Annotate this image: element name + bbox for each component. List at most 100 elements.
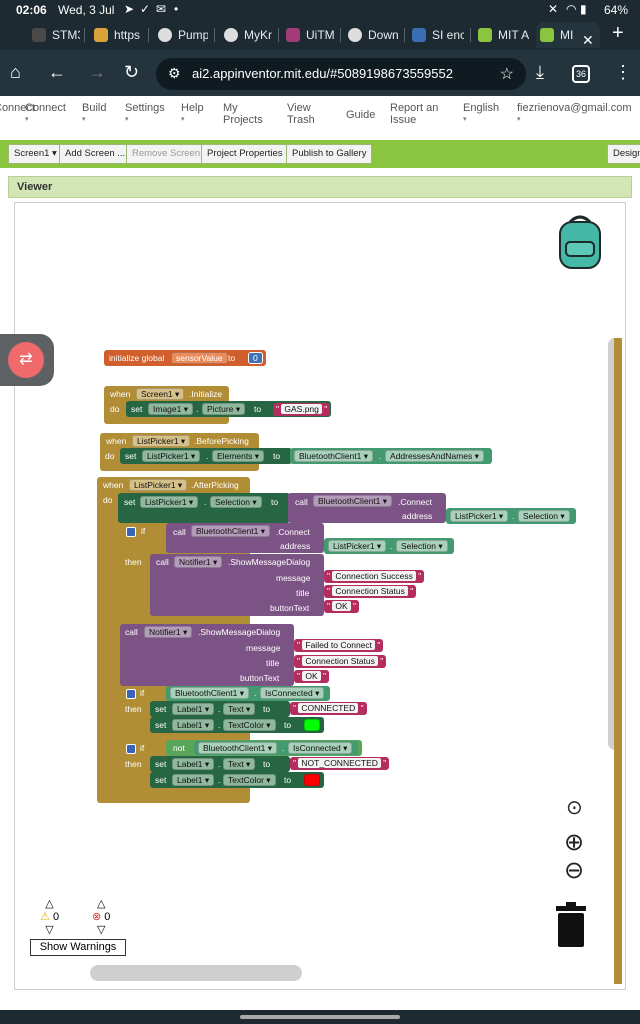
home-gesture-bar[interactable] [240,1015,400,1019]
text-block[interactable]: " GAS.png " [273,403,331,416]
forward-icon[interactable]: → [88,62,106,82]
more-menu-icon[interactable]: ⋮ [614,62,632,82]
call-bluetooth-connect-block[interactable]: call BluetoothClient1 ▾ .Connect address [166,523,324,553]
menu-help[interactable]: Help▾ [181,102,204,126]
home-icon[interactable]: ⌂ [10,62,21,82]
component-dropdown[interactable]: Notifier1 ▾ [174,556,223,568]
error-up-arrow-icon[interactable]: △ [96,898,106,910]
text-value[interactable]: OK [332,601,351,611]
text-block[interactable]: " Connection Success " [324,570,425,583]
property-dropdown[interactable]: IsConnected ▾ [260,687,325,699]
text-value[interactable]: OK [302,671,321,681]
remove-screen-button[interactable]: Remove Screen [126,144,207,164]
property-dropdown[interactable]: TextColor ▾ [223,719,276,731]
var-name-field[interactable]: sensorValue [171,352,228,364]
get-is-connected-block[interactable]: BluetoothClient1 ▾ . IsConnected ▾ [166,686,330,701]
warning-down-arrow-icon[interactable]: ▽ [45,924,54,936]
browser-tab[interactable]: Pump [154,22,208,48]
property-dropdown[interactable]: Selection ▾ [518,510,570,522]
property-dropdown[interactable]: Text ▾ [223,703,256,715]
zoom-in-icon[interactable]: ⊕ [564,829,585,856]
tab-switcher-button[interactable]: 36 [572,65,590,83]
property-dropdown[interactable]: Selection ▾ [396,540,448,552]
show-warnings-button[interactable]: Show Warnings [30,939,126,956]
menu-guide[interactable]: Guide [346,109,375,121]
text-value[interactable]: NOT_CONNECTED [298,758,381,768]
trash-icon[interactable] [554,902,588,948]
menu-build[interactable]: Build▾ [82,102,106,126]
text-value[interactable]: CONNECTED [298,703,359,713]
text-block[interactable]: " OK " [324,600,360,613]
component-dropdown[interactable]: ListPicker1 ▾ [142,450,201,462]
menu-item[interactable]: Connect [0,102,35,114]
property-dropdown[interactable]: Selection ▾ [210,496,262,508]
call-bluetooth-connect-block[interactable]: call BluetoothClient1 ▾ .Connect address [288,493,446,523]
warning-up-arrow-icon[interactable]: △ [45,898,54,910]
property-dropdown[interactable]: Text ▾ [223,758,256,770]
call-show-message-dialog-block[interactable]: call Notifier1 ▾ .ShowMessageDialog mess… [120,624,294,686]
browser-tab[interactable]: MyKr [220,22,272,48]
floating-app-button[interactable]: ⇄ [0,334,54,386]
browser-tab[interactable]: SI enc [408,22,464,48]
text-value[interactable]: Failed to Connect [302,640,376,650]
component-dropdown[interactable]: BluetoothClient1 ▾ [198,742,278,754]
browser-tab[interactable]: Down [344,22,398,48]
menu-account[interactable]: fiezrienova@gmail.com▾ [517,102,632,126]
publish-gallery-button[interactable]: Publish to Gallery [286,144,373,164]
number-block[interactable]: 0 [248,352,263,364]
bookmark-star-icon[interactable]: ☆ [499,66,514,83]
set-image-picture-block[interactable]: set Image1 ▾ . Picture ▾ to " GAS.png " [126,401,331,417]
reload-icon[interactable]: ↻ [124,62,140,82]
set-label-text-block[interactable]: set Label1 ▾ . Text ▾ to [150,756,290,772]
component-dropdown[interactable]: ListPicker1 ▾ [140,496,199,508]
menu-settings[interactable]: Settings▾ [125,102,165,126]
init-global-block[interactable]: initialize global sensorValue to 0 [104,350,266,366]
mutator-gear-icon[interactable] [126,689,136,699]
browser-tab-active[interactable]: MI✕ [536,22,600,48]
set-listpicker-elements-block[interactable]: set ListPicker1 ▾ . Elements ▾ to [120,448,292,464]
mutator-gear-icon[interactable] [126,744,136,754]
menu-language[interactable]: English▾ [463,102,499,126]
property-dropdown[interactable]: AddressesAndNames ▾ [385,450,484,462]
zoom-out-icon[interactable]: ⊖ [564,857,585,884]
text-value[interactable]: Connection Status [332,586,408,596]
component-dropdown[interactable]: Label1 ▾ [172,719,215,731]
text-block[interactable]: " NOT_CONNECTED " [290,757,390,770]
component-dropdown[interactable]: ListPicker1 ▾ [129,479,188,491]
component-dropdown[interactable]: BluetoothClient1 ▾ [191,525,271,537]
text-block[interactable]: " Connection Status " [294,655,387,668]
back-icon[interactable]: ← [48,62,66,82]
text-value[interactable]: GAS.png [281,404,322,414]
red-color-swatch[interactable] [304,774,320,786]
component-dropdown[interactable]: Label1 ▾ [172,774,215,786]
text-block[interactable]: " CONNECTED " [290,702,367,715]
new-tab-icon[interactable]: + [612,22,624,44]
text-block[interactable]: " Connection Status " [324,585,417,598]
component-dropdown[interactable]: BluetoothClient1 ▾ [170,687,250,699]
get-is-connected-block[interactable]: BluetoothClient1 ▾ . IsConnected ▾ [194,741,358,755]
project-properties-button[interactable]: Project Properties [201,144,289,164]
component-dropdown[interactable]: BluetoothClient1 ▾ [294,450,374,462]
component-dropdown[interactable]: Image1 ▾ [148,403,193,415]
component-dropdown[interactable]: ListPicker1 ▾ [450,510,509,522]
if-block[interactable]: if then [120,686,150,736]
backpack-icon[interactable] [552,212,608,270]
horizontal-scrollbar[interactable] [90,965,302,981]
set-label-textcolor-block[interactable]: set Label1 ▾ . TextColor ▾ to [150,772,324,788]
get-addresses-block[interactable]: BluetoothClient1 ▾ . AddressesAndNames ▾ [290,448,492,464]
component-dropdown[interactable]: BluetoothClient1 ▾ [313,495,393,507]
set-listpicker-selection-block[interactable]: set ListPicker1 ▾ . Selection ▾ to [118,493,290,523]
text-block[interactable]: " Failed to Connect " [294,639,384,652]
browser-tab[interactable]: UiTM [282,22,334,48]
download-icon[interactable]: ⤓ [536,62,544,82]
component-dropdown[interactable]: Label1 ▾ [172,703,215,715]
error-down-arrow-icon[interactable]: ▽ [96,924,106,936]
designer-button[interactable]: Designe [607,144,640,164]
browser-tab[interactable]: MIT A [474,22,530,48]
browser-tab[interactable]: https [90,22,142,48]
property-dropdown[interactable]: Picture ▾ [202,403,246,415]
text-value[interactable]: Connection Status [302,656,378,666]
text-value[interactable]: Connection Success [332,571,416,581]
